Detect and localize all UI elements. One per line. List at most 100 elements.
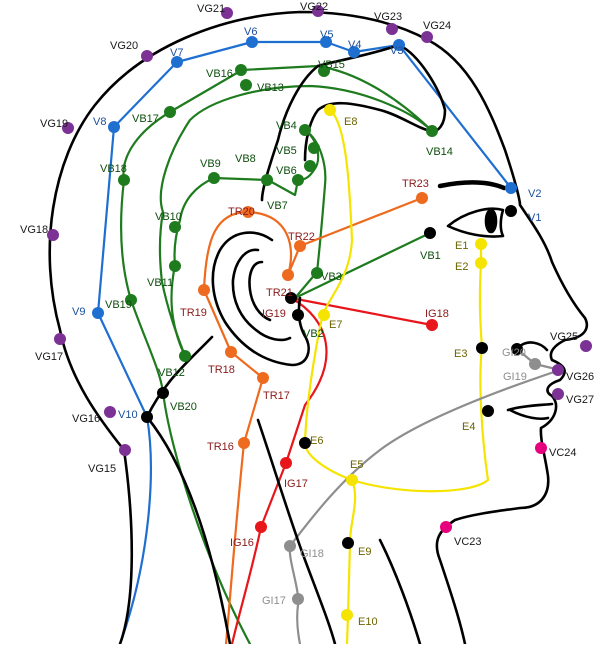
acupoint-marker-vb9 [208,172,220,184]
acupoint-label-vb3: VB3 [321,271,342,283]
acupoint-label-tr19: TR19 [180,307,207,319]
acupoint-marker-v10 [141,411,153,423]
acupoint-marker-vb7 [292,174,304,186]
acupoint-marker-ig16 [255,521,267,533]
meridian-tr-line [202,196,424,646]
neck-back-outline [145,335,232,646]
acupoint-marker-e1 [475,238,487,250]
acupoint-marker-vb11 [169,260,181,272]
acupoint-marker-v6 [246,36,258,48]
acupoint-label-vg25: VG25 [550,331,578,343]
acupoint-label-vb6: VB6 [276,165,297,177]
acupoint-label-vg21: VG21 [197,3,225,15]
acupoint-label-vg27: VG27 [566,394,594,406]
acupoint-marker-vb14 [426,125,438,137]
acupoint-marker-gi17 [292,593,304,605]
acupoint-label-v10: V10 [118,409,138,421]
acupoint-label-vg15: VG15 [88,463,116,475]
acupoint-marker-vb8 [261,174,273,186]
acupoint-marker-gi19 [529,358,541,370]
meridian-gi-line [288,347,562,646]
acupoint-marker-tr22 [294,240,306,252]
acupoint-label-e5: E5 [350,459,363,471]
acupoint-marker-tr23 [416,192,428,204]
acupoint-marker-vb4 [299,124,311,136]
acupoint-marker-tr20 [242,206,254,218]
acupoint-label-vb10: VB10 [155,211,182,223]
ear-canal-outline [248,260,272,322]
acupoint-marker-v3 [393,39,405,51]
acupoint-marker-e9 [342,537,354,549]
acupoint-marker-ig17 [280,457,292,469]
acupoint-marker-vb5 [308,142,320,154]
acupoint-marker-e8 [324,104,336,116]
acupoint-label-vb12: VB12 [158,367,185,379]
acupoint-label-vb20: VB20 [170,401,197,413]
acupoint-label-v2: V2 [528,188,541,200]
acupoint-label-e1: E1 [455,240,468,252]
acupoint-label-vg26: VG26 [566,371,594,383]
acupoint-label-tr21: TR21 [266,287,293,299]
acupoint-marker-tr18 [225,346,237,358]
eyebrow-outline [437,180,507,191]
acupoint-marker-tr17 [257,372,269,384]
acupoint-label-v3: V3 [390,45,403,57]
acupoint-label-v9: V9 [72,306,85,318]
acupoint-marker-vb2 [292,309,304,321]
eye-outline [446,207,505,238]
acupoint-marker-vc23 [440,521,452,533]
acupoint-label-v5: V5 [320,29,333,41]
acupoint-marker-vg18 [47,229,59,241]
acupoint-label-e9: E9 [358,546,371,558]
meridian-vb-inner-line [158,84,434,358]
acupoint-label-vb14: VB14 [426,146,453,158]
acupoint-marker-ig19 [285,292,297,304]
acupoint-marker-vg22 [312,5,324,17]
acupoint-label-vb7: VB7 [267,200,288,212]
acupoint-marker-vb16 [235,64,247,76]
throat-outline [378,538,422,646]
acupoint-label-tr22: TR22 [288,231,315,243]
ear-inner-outline [231,248,292,342]
acupoint-label-vc24: VC24 [549,447,577,459]
acupoint-marker-vg16 [104,406,116,418]
acupoint-label-e7: E7 [329,319,342,331]
acupoint-marker-vc24 [535,442,547,454]
acupoint-marker-vb19 [125,294,137,306]
acupoint-marker-e7 [318,309,330,321]
acupoint-label-vb17: VB17 [132,113,159,125]
acupoint-marker-vb13 [240,79,252,91]
acupoint-marker-tr19 [198,284,210,296]
acupoint-label-vb9: VB9 [200,158,221,170]
mouth-outline [506,402,554,412]
acupoint-label-ig16: IG16 [230,537,254,549]
acupoint-marker-vg21 [221,7,233,19]
acupoint-label-vc23: VC23 [454,536,482,548]
acupoint-label-vg16: VG16 [72,413,100,425]
meridian-e-line [303,108,490,646]
acupoints [47,5,592,621]
acupoint-label-vg23: VG23 [374,11,402,23]
acupoint-label-ig17: IG17 [284,478,308,490]
eye-pupil [484,208,498,234]
acupoint-label-e8: E8 [344,116,357,128]
lip-outline [508,408,550,421]
acupoint-marker-vb17 [164,106,176,118]
acupoint-marker-e2 [475,257,487,269]
nostril-outline [518,341,549,352]
acupoint-label-e6: E6 [310,435,323,447]
acupoint-label-e3: E3 [454,348,467,360]
acupoint-label-e4: E4 [462,421,475,433]
acupoint-marker-v5 [320,36,332,48]
acupoint-marker-vg27 [552,388,564,400]
acupoint-marker-vb18 [118,174,130,186]
acupoint-marker-vg20 [141,50,153,62]
acupoint-marker-vb6 [304,160,316,172]
acupoint-label-v7: V7 [170,47,183,59]
acupoint-marker-vg23 [386,23,398,35]
acupoint-label-vg24: VG24 [423,20,451,32]
acupoint-label-e2: E2 [455,261,468,273]
acupoint-marker-vb10 [169,221,181,233]
acupoint-label-tr17: TR17 [263,390,290,402]
